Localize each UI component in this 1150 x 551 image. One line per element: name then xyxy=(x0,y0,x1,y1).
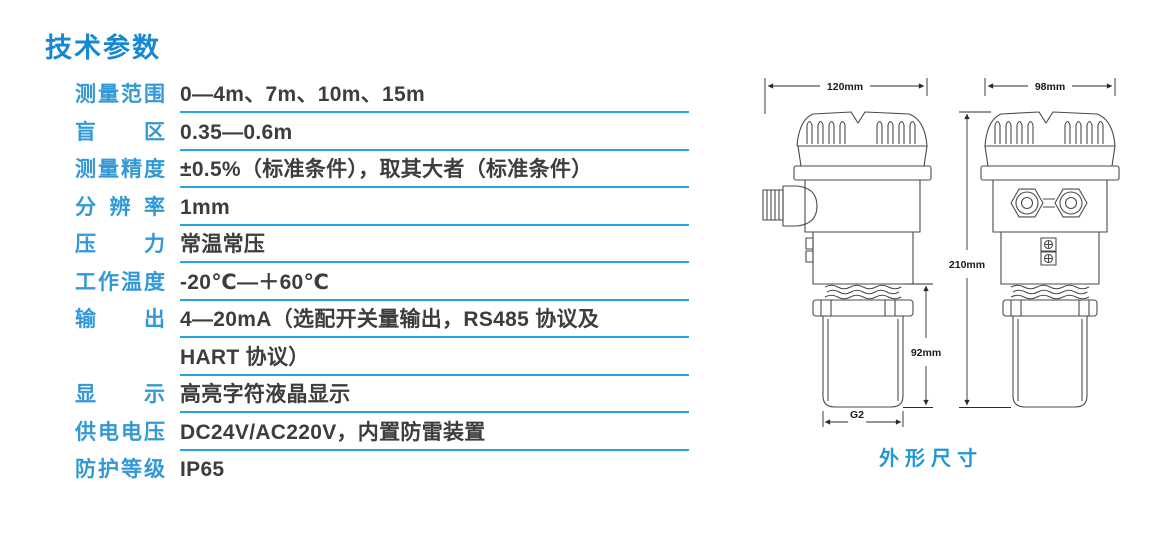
spec-label: 防护等级 xyxy=(75,458,165,481)
spec-row-accuracy: 测量精度 ±0.5%（标准条件），取其大者（标准条件） xyxy=(75,153,689,188)
dim-label-side-width: 98mm xyxy=(1035,81,1065,93)
spec-row-pressure: 压力 常温常压 xyxy=(75,228,689,263)
spec-label xyxy=(75,341,165,376)
page-title: 技术参数 xyxy=(45,33,161,63)
spec-label: 输出 xyxy=(75,308,165,331)
dim-label-total-height: 210mm xyxy=(949,259,985,271)
device-front-view xyxy=(762,111,932,408)
spec-label: 分辨率 xyxy=(75,195,165,219)
spec-value: ±0.5%（标准条件），取其大者（标准条件） xyxy=(180,153,689,188)
spec-row-protection-rating: 防护等级 IP65 xyxy=(75,453,689,488)
dimension-lines xyxy=(764,78,1116,427)
device-dimension-drawing: 120mm 98mm 210mm 92mm G2 xyxy=(762,78,1120,427)
outline-dimensions-caption: 外形尺寸 xyxy=(879,448,983,470)
spec-label: 工作温度 xyxy=(75,270,165,294)
spec-value: HART 协议） xyxy=(180,341,689,376)
spec-row-supply-voltage: 供电电压 DC24V/AC220V，内置防雷装置 xyxy=(75,416,689,451)
spec-value: 0—4m、7m、10m、15m xyxy=(180,78,689,113)
spec-table: 测量范围 0—4m、7m、10m、15m 盲区 0.35—0.6m 测量精度 ±… xyxy=(75,78,689,491)
spec-row-blind-zone: 盲区 0.35—0.6m xyxy=(75,116,689,151)
device-side-view xyxy=(980,111,1120,408)
spec-label: 盲区 xyxy=(75,120,165,144)
spec-value: 4—20mA（选配开关量输出，RS485 协议及 xyxy=(180,303,689,338)
spec-label: 显示 xyxy=(75,383,165,406)
spec-row-display: 显示 高亮字符液晶显示 xyxy=(75,378,689,413)
spec-label: 测量精度 xyxy=(75,158,165,181)
spec-value: 0.35—0.6m xyxy=(180,116,689,151)
spec-value: 高亮字符液晶显示 xyxy=(180,378,689,413)
spec-row-measuring-range: 测量范围 0—4m、7m、10m、15m xyxy=(75,78,689,113)
spec-label: 测量范围 xyxy=(75,83,165,106)
spec-value: 1mm xyxy=(180,191,689,226)
spec-row-output-line2: HART 协议） xyxy=(75,341,689,376)
spec-value: DC24V/AC220V，内置防雷装置 xyxy=(180,416,689,451)
spec-value: IP65 xyxy=(180,458,225,481)
spec-value: 常温常压 xyxy=(180,228,689,263)
spec-row-resolution: 分辨率 1mm xyxy=(75,191,689,226)
spec-value: -20℃—＋60℃ xyxy=(180,266,689,301)
spec-label: 压力 xyxy=(75,233,165,256)
spec-label: 供电电压 xyxy=(75,420,165,444)
dim-label-front-width: 120mm xyxy=(827,81,863,93)
spec-row-working-temperature: 工作温度 -20℃—＋60℃ xyxy=(75,266,689,301)
outline-drawing: 120mm 98mm 210mm 92mm G2 xyxy=(745,62,1145,442)
spec-row-output: 输出 4—20mA（选配开关量输出，RS485 协议及 xyxy=(75,303,689,338)
dim-label-thread: G2 xyxy=(850,409,864,421)
dim-label-horn-height: 92mm xyxy=(911,347,941,359)
